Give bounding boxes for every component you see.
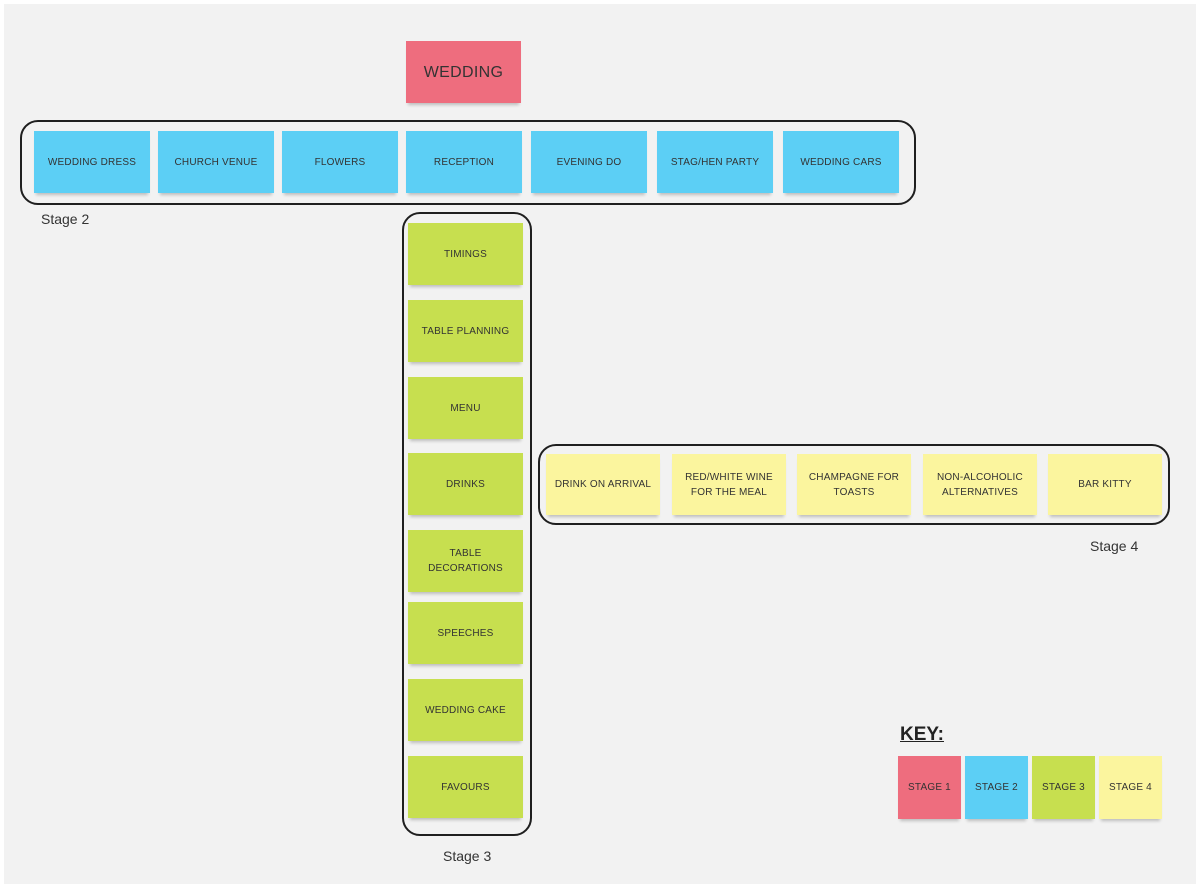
sticky-note-label: SPEECHES (437, 627, 494, 639)
sticky-note-label: CHAMPAGNE FOR TOASTS (808, 471, 900, 498)
key-stage-4: STAGE 4 (1099, 756, 1162, 819)
key-stage-1: STAGE 1 (898, 756, 961, 819)
key-label: STAGE 3 (1042, 782, 1085, 793)
stage-4-label: Stage 4 (1090, 538, 1139, 554)
stage-3-label: Stage 3 (443, 848, 492, 864)
sticky-note-stage3[interactable]: WEDDING CAKE (408, 679, 523, 741)
sticky-note-label: TABLE DECORATIONS (428, 548, 503, 574)
sticky-note-stage3[interactable]: TIMINGS (408, 223, 523, 285)
sticky-note-stage2[interactable]: STAG/HEN PARTY (657, 131, 773, 193)
sticky-note-stage4[interactable]: CHAMPAGNE FOR TOASTS (797, 454, 911, 515)
sticky-note-label: STAG/HEN PARTY (670, 156, 760, 168)
sticky-note-stage2[interactable]: WEDDING CARS (783, 131, 899, 193)
sticky-note-wedding[interactable]: WEDDING (406, 41, 521, 103)
sticky-note-label: WEDDING CAKE (425, 704, 506, 716)
sticky-note-stage2[interactable]: FLOWERS (282, 131, 398, 193)
sticky-note-stage4[interactable]: NON-ALCOHOLIC ALTERNATIVES (923, 454, 1037, 515)
sticky-note-label: DRINK ON ARRIVAL (554, 479, 652, 490)
key-label: STAGE 2 (975, 782, 1018, 793)
sticky-note-stage3[interactable]: FAVOURS (408, 756, 523, 818)
sticky-note-label: WEDDING DRESS (47, 156, 137, 168)
sticky-note-label: TABLE PLANNING (421, 325, 510, 337)
key-title: KEY: (900, 724, 944, 745)
sticky-note-label: BAR KITTY (1078, 479, 1132, 490)
sticky-note-stage2[interactable]: EVENING DO (531, 131, 647, 193)
sticky-note-label: TIMINGS (443, 248, 488, 260)
stage-2-label: Stage 2 (41, 211, 90, 227)
sticky-note-label: DRINKS (446, 478, 485, 490)
sticky-note-stage2[interactable]: CHURCH VENUE (158, 131, 274, 193)
key-label: STAGE 1 (908, 782, 951, 793)
sticky-note-label: EVENING DO (556, 156, 622, 168)
sticky-note-stage4[interactable]: BAR KITTY (1048, 454, 1162, 515)
sticky-note-stage4[interactable]: DRINK ON ARRIVAL (546, 454, 660, 515)
stage-3-group-frame[interactable] (402, 212, 532, 836)
sticky-note-stage3[interactable]: TABLE DECORATIONS (408, 530, 523, 592)
sticky-note-label: WEDDING (423, 63, 504, 81)
sticky-note-label: RED/WHITE WINE FOR THE MEAL (685, 471, 773, 498)
stage-4-group-frame[interactable] (538, 444, 1170, 525)
key-label: STAGE 4 (1109, 782, 1152, 793)
key-stage-3: STAGE 3 (1032, 756, 1095, 819)
sticky-note-label: CHURCH VENUE (174, 156, 258, 168)
sticky-note-label: FLOWERS (314, 156, 366, 168)
sticky-note-stage3[interactable]: SPEECHES (408, 602, 523, 664)
sticky-note-stage3[interactable]: DRINKS (408, 453, 523, 515)
sticky-note-label: FAVOURS (441, 781, 490, 793)
sticky-note-stage2[interactable]: RECEPTION (406, 131, 522, 193)
key-stage-2: STAGE 2 (965, 756, 1028, 819)
stage-2-group-frame[interactable] (20, 120, 916, 205)
sticky-note-label: WEDDING CARS (800, 156, 882, 168)
sticky-note-stage4[interactable]: RED/WHITE WINE FOR THE MEAL (672, 454, 786, 515)
sticky-note-stage2[interactable]: WEDDING DRESS (34, 131, 150, 193)
sticky-note-label: NON-ALCOHOLIC ALTERNATIVES (937, 471, 1023, 498)
sticky-note-label: MENU (450, 402, 481, 414)
sticky-note-label: RECEPTION (433, 156, 495, 168)
sticky-note-stage3[interactable]: MENU (408, 377, 523, 439)
whiteboard-canvas: WEDDING Stage 2 WEDDING DRESS CHURCH VEN… (4, 4, 1196, 884)
sticky-note-stage3[interactable]: TABLE PLANNING (408, 300, 523, 362)
